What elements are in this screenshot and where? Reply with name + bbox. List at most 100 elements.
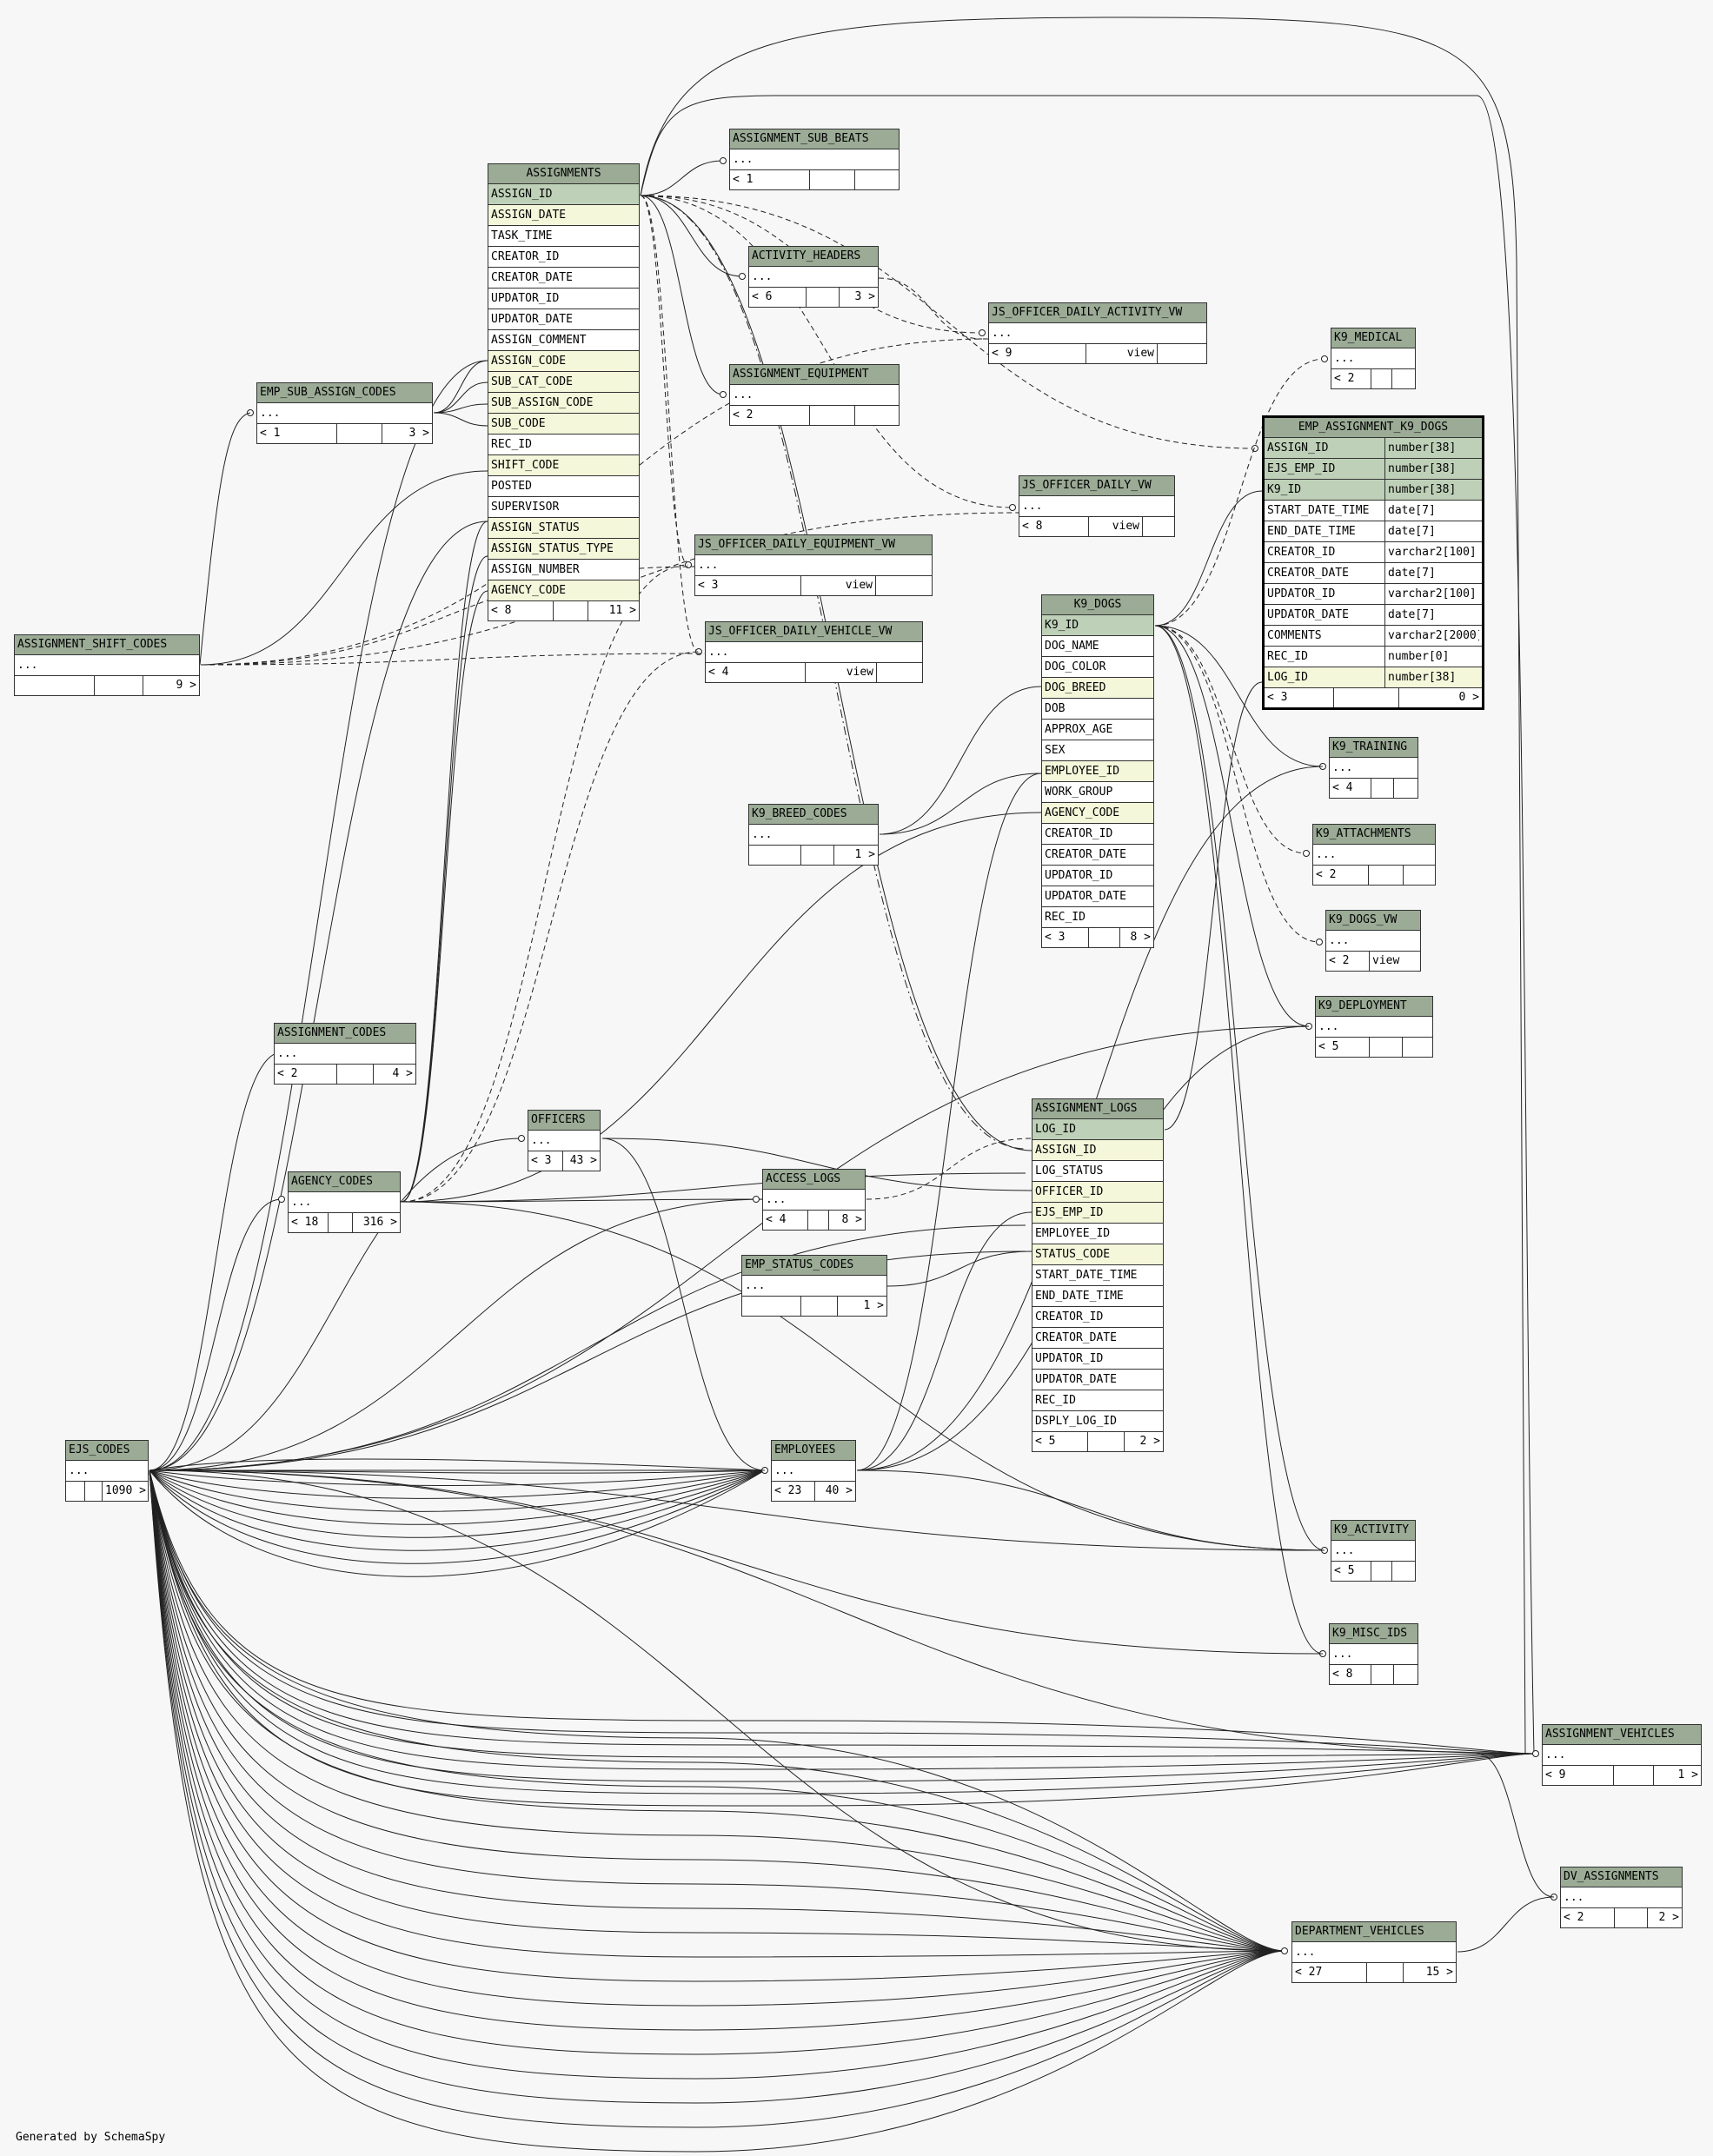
footer-parents: 40 > — [825, 1484, 853, 1497]
relationship-line — [1154, 625, 1324, 1655]
column-name: EMPLOYEE_ID — [1045, 765, 1120, 778]
relationship-line — [1477, 1753, 1555, 1898]
relationship-line — [149, 1469, 1324, 1551]
relationship-line — [149, 1469, 1537, 1782]
column-name: CREATOR_ID — [1045, 827, 1113, 840]
table-emp-sub-assign-codes[interactable]: EMP_SUB_ASSIGN_CODES ... < 1 3 > — [256, 382, 433, 444]
table-officers[interactable]: OFFICERS ... < 3 43 > — [528, 1110, 601, 1171]
relationship-line — [149, 360, 488, 1471]
table-access-logs[interactable]: ACCESS_LOGS ... < 4 8 > — [762, 1169, 866, 1231]
table-footer: < 2 4 > — [275, 1065, 415, 1084]
table-k9-activity[interactable]: K9_ACTIVITY ... < 5 — [1331, 1520, 1416, 1582]
relationship-line — [149, 1469, 1537, 1794]
relationship-line — [149, 1469, 766, 1577]
table-k9-attachments[interactable]: K9_ATTACHMENTS ... < 2 — [1312, 824, 1436, 886]
table-title: K9_MEDICAL — [1331, 328, 1415, 348]
table-assignment-equipment[interactable]: ASSIGNMENT_EQUIPMENT ... < 2 — [729, 364, 900, 426]
footer-parents — [855, 170, 899, 189]
table-dv-assignments[interactable]: DV_ASSIGNMENTS ... < 2 2 > — [1560, 1867, 1683, 1928]
table-js-officer-daily-activity-vw[interactable]: JS_OFFICER_DAILY_ACTIVITY_VW ... < 9 vie… — [988, 302, 1207, 364]
column-name: UPDATOR_DATE — [1045, 890, 1126, 903]
relationship-line — [856, 773, 1042, 1471]
table-assignment-shift-codes[interactable]: ASSIGNMENT_SHIFT_CODES ... 9 > — [14, 634, 200, 696]
column-name: CREATOR_DATE — [491, 271, 573, 284]
table-js-officer-daily-vw[interactable]: JS_OFFICER_DAILY_VW ... < 8 view — [1019, 475, 1175, 537]
table-title: DV_ASSIGNMENTS — [1561, 1867, 1682, 1887]
table-js-officer-daily-equipment-vw[interactable]: JS_OFFICER_DAILY_EQUIPMENT_VW ... < 3 vi… — [694, 534, 933, 596]
relationship-line — [149, 521, 488, 1471]
table-title: ASSIGNMENTS — [488, 164, 639, 184]
table-footer: < 9 1 > — [1543, 1766, 1701, 1785]
relationship-line — [866, 1138, 1032, 1200]
relationship-line — [640, 195, 700, 653]
table-k9-medical[interactable]: K9_MEDICAL ... < 2 — [1331, 328, 1416, 389]
relationship-line — [149, 1198, 282, 1471]
relationship-line — [856, 1211, 1032, 1471]
collapsed-columns: ... — [989, 323, 1206, 344]
footer-mid — [1371, 779, 1394, 798]
table-department-vehicles[interactable]: DEPARTMENT_VEHICLES ... < 27 15 > — [1291, 1921, 1457, 1983]
relationship-line — [149, 1469, 1285, 2007]
table-k9-training[interactable]: K9_TRAINING ... < 4 — [1329, 737, 1418, 799]
relationship-line — [401, 812, 1042, 1203]
table-assignment-vehicles[interactable]: ASSIGNMENT_VEHICLES ... < 9 1 > — [1542, 1724, 1702, 1786]
column-type: varchar2[100] — [1384, 542, 1479, 562]
table-emp-status-codes[interactable]: EMP_STATUS_CODES ... 1 > — [741, 1255, 887, 1317]
table-footer: < 9 view — [989, 344, 1206, 363]
relationship-line — [640, 195, 983, 334]
table-title: K9_ACTIVITY — [1331, 1521, 1415, 1541]
table-js-officer-daily-vehicle-vw[interactable]: JS_OFFICER_DAILY_VEHICLE_VW ... < 4 view — [705, 621, 923, 683]
relationship-line — [879, 773, 1042, 835]
table-ejs-codes[interactable]: EJS_CODES ... 1090 > — [65, 1440, 149, 1502]
footer-parents: 3 > — [408, 427, 429, 440]
table-title: ASSIGNMENT_EQUIPMENT — [730, 365, 899, 385]
crowfoot-marker — [1532, 1750, 1539, 1757]
collapsed-columns: ... — [1561, 1887, 1682, 1908]
table-activity-headers[interactable]: ACTIVITY_HEADERS ... < 6 3 > — [748, 246, 879, 308]
table-footer: 1090 > — [66, 1482, 148, 1501]
table-k9-breed-codes[interactable]: K9_BREED_CODES ... 1 > — [748, 804, 879, 866]
column-name: UPDATOR_DATE — [1035, 1373, 1117, 1386]
collapsed-columns: ... — [66, 1461, 148, 1482]
column-row: ASSIGN_DATE — [488, 205, 639, 226]
footer-parents: 2 > — [1658, 1911, 1679, 1924]
relationship-line — [149, 1250, 1026, 1471]
relationship-line — [149, 1469, 1537, 1755]
column-row: SUB_CAT_CODE — [488, 372, 639, 393]
relationship-line — [149, 1469, 766, 1551]
relationship-line — [601, 1138, 766, 1471]
column-name: ASSIGN_STATUS_TYPE — [491, 542, 614, 555]
column-name: SEX — [1045, 744, 1066, 757]
table-title: EMP_SUB_ASSIGN_CODES — [257, 383, 432, 403]
table-k9-misc-ids[interactable]: K9_MISC_IDS ... < 8 — [1329, 1623, 1418, 1685]
footer-mid — [810, 406, 855, 425]
table-agency-codes[interactable]: AGENCY_CODES ... < 18 316 > — [288, 1171, 401, 1233]
table-assignment-sub-beats[interactable]: ASSIGNMENT_SUB_BEATS ... < 1 — [729, 129, 900, 190]
column-name: DSPLY_LOG_ID — [1035, 1415, 1117, 1428]
table-k9-dogs-vw[interactable]: K9_DOGS_VW ... < 2 view — [1325, 910, 1421, 972]
relationship-line — [149, 1469, 1285, 1952]
footer-mid — [1615, 1908, 1648, 1927]
table-title: ASSIGNMENT_VEHICLES — [1543, 1725, 1701, 1745]
footer-mid — [1089, 928, 1120, 947]
footer-parents — [1394, 779, 1418, 798]
table-employees[interactable]: EMPLOYEES ... < 23 40 > — [771, 1440, 856, 1502]
relationship-line — [878, 277, 983, 340]
column-row: K9_ID — [1042, 615, 1153, 636]
footer-parents: 1 > — [863, 1299, 884, 1312]
column-row: CREATOR_DATE — [1042, 845, 1153, 866]
table-assignment-codes[interactable]: ASSIGNMENT_CODES ... < 2 4 > — [274, 1023, 416, 1085]
relationship-line — [433, 360, 488, 414]
table-k9-deployment[interactable]: K9_DEPLOYMENT ... < 5 — [1315, 996, 1433, 1058]
column-name: ASSIGN_STATUS — [491, 521, 580, 534]
relationship-line — [401, 1172, 1026, 1203]
relationship-line — [149, 1469, 1285, 1952]
column-type: varchar2[100] — [1384, 584, 1479, 604]
